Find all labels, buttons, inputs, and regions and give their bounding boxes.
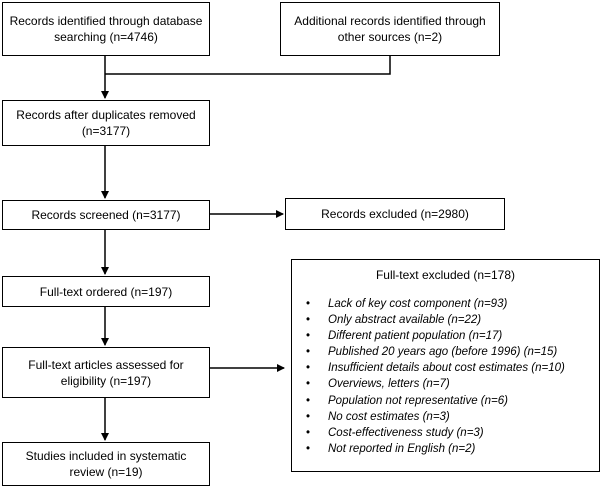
box-screened-label: Records screened (n=3177) <box>31 208 181 222</box>
list-item: Population not representative (n=6) <box>306 393 599 409</box>
list-item: Not reported in English (n=2) <box>306 441 599 457</box>
box-fulltext-assessed: Full-text articles assessed for eligibil… <box>2 347 210 398</box>
list-item: Insufficient details about cost estimate… <box>306 360 599 376</box>
box-identified-other: Additional records identified through ot… <box>280 2 500 56</box>
list-item: Published 20 years ago (before 1996) (n=… <box>306 344 599 360</box>
box-fulltext-ordered-label: Full-text ordered (n=197) <box>39 284 173 299</box>
box-identified-other-label: Additional records identified through ot… <box>294 14 486 44</box>
fulltext-excluded-title: Full-text excluded (n=178) <box>375 268 516 282</box>
box-records-excluded-label: Records excluded (n=2980) <box>321 207 469 221</box>
box-fulltext-excluded: Full-text excluded (n=178) Lack of key c… <box>291 259 600 472</box>
box-fulltext-ordered: Full-text ordered (n=197) <box>2 276 210 307</box>
list-item: Only abstract available (n=22) <box>306 312 599 328</box>
list-item: No cost estimates (n=3) <box>306 409 599 425</box>
line-other-to-merge <box>105 56 391 75</box>
box-identified-database-label: Records identified through database sear… <box>9 14 203 44</box>
box-fulltext-assessed-label: Full-text articles assessed for eligibil… <box>28 357 184 388</box>
box-after-duplicates: Records after duplicates removed (n=3177… <box>2 100 210 146</box>
box-after-duplicates-label: Records after duplicates removed (n=3177… <box>16 108 196 138</box>
box-studies-included-label: Studies included in systematic review (n… <box>25 449 187 479</box>
exclusion-reasons-list: Lack of key cost component (n=93) Only a… <box>292 296 599 457</box>
box-identified-database: Records identified through database sear… <box>2 2 210 56</box>
box-screened: Records screened (n=3177) <box>2 200 210 230</box>
box-records-excluded: Records excluded (n=2980) <box>285 198 505 230</box>
list-item: Different patient population (n=17) <box>306 328 599 344</box>
box-studies-included: Studies included in systematic review (n… <box>2 442 210 486</box>
list-item: Lack of key cost component (n=93) <box>306 296 599 312</box>
list-item: Overviews, letters (n=7) <box>306 376 599 392</box>
list-item: Cost-effectiveness study (n=3) <box>306 425 599 441</box>
